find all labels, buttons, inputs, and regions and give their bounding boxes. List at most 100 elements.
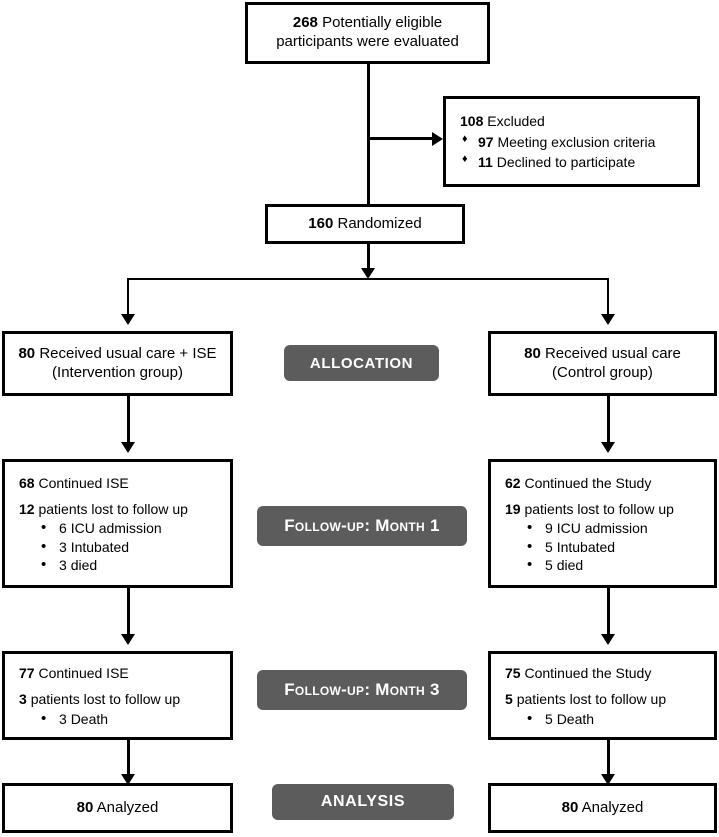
- arrowhead-control-fu3: [601, 634, 615, 645]
- box-control-followup-month1: 62 Continued the Study 19 patients lost …: [488, 459, 717, 588]
- control-fu1-lost-text: patients lost to follow up: [524, 500, 674, 517]
- stage-label-followup-month3: Follow-up: Month 3: [257, 670, 467, 710]
- connector-intervention-fu1-to-fu3: [127, 588, 130, 638]
- intervention-fu3-lost-text: patients lost to follow up: [30, 690, 181, 707]
- excluded-reason-count: 11: [478, 154, 493, 170]
- reason-count: 3: [59, 557, 67, 574]
- control-fu1-continued-count: 62: [505, 474, 521, 491]
- control-fu1-reason-item: 9 ICU admission: [505, 518, 648, 538]
- arrowhead-intervention-analysis: [121, 774, 135, 785]
- intervention-allocation-count: 80: [18, 344, 36, 362]
- excluded-reason-text: Declined to participate: [496, 154, 636, 170]
- box-intervention-allocation: 80 Received usual care + ISE (Interventi…: [2, 331, 233, 396]
- control-allocation-line1: 80 Received usual care: [524, 345, 681, 364]
- arrowhead-randomized-split: [361, 268, 375, 279]
- intervention-fu1-continued-text: Continued ISE: [38, 474, 129, 491]
- connector-branch-to-excluded: [367, 137, 435, 140]
- intervention-fu1-reason-item: 6 ICU admission: [19, 518, 162, 538]
- control-fu1-reason-list: 9 ICU admission 5 Intubated 5 died: [505, 518, 648, 575]
- control-fu1-reason-item: 5 died: [505, 555, 648, 575]
- intervention-fu1-reason-item: 3 died: [19, 555, 162, 575]
- randomized-line: 160 Randomized: [308, 215, 421, 234]
- control-fu3-continued-count: 75: [505, 664, 521, 681]
- intervention-fu3-lost: 3 patients lost to follow up: [19, 690, 180, 710]
- intervention-allocation-text: Received usual care + ISE: [39, 344, 217, 362]
- screened-line1: 268 Potentially eligible: [293, 14, 442, 33]
- stage-label-analysis: ANALYSIS: [272, 784, 454, 820]
- arrowhead-to-control-allocation: [601, 314, 615, 325]
- intervention-fu1-lost-text: patients lost to follow up: [38, 500, 188, 517]
- excluded-reason-count: 97: [478, 133, 494, 150]
- arrowhead-intervention-fu1: [121, 442, 135, 453]
- control-allocation-group: (Control group): [552, 363, 653, 381]
- arrowhead-intervention-fu3: [121, 634, 135, 645]
- box-intervention-analysis: 80 Analyzed: [2, 783, 233, 833]
- control-allocation-text: Received usual care: [544, 344, 681, 362]
- stage-label-followup-month1: Follow-up: Month 1: [257, 506, 467, 546]
- control-fu1-continued: 62 Continued the Study: [505, 473, 651, 494]
- control-fu1-continued-text: Continued the Study: [524, 474, 652, 491]
- reason-count: 9: [545, 520, 553, 537]
- box-screened: 268 Potentially eligible participants we…: [245, 2, 490, 64]
- arrowhead-to-intervention-allocation: [121, 314, 135, 325]
- intervention-fu1-lost-count: 12: [19, 500, 35, 517]
- intervention-fu3-reason-item: 3 Death: [19, 709, 109, 729]
- connector-randomized-down: [367, 243, 370, 270]
- excluded-reason-item: 97 Meeting exclusion criteria: [460, 132, 655, 152]
- control-fu1-lost: 19 patients lost to follow up: [505, 500, 674, 520]
- arrowhead-control-analysis: [601, 774, 615, 785]
- reason-text: died: [556, 557, 584, 574]
- connector-split-right-drop: [607, 278, 609, 320]
- box-intervention-followup-month3: 77 Continued ISE 3 patients lost to foll…: [2, 651, 233, 740]
- intervention-analysis-label: Analyzed: [96, 798, 159, 816]
- box-control-followup-month3: 75 Continued the Study 5 patients lost t…: [488, 651, 717, 740]
- connector-control-alloc-to-fu1: [607, 396, 610, 446]
- control-fu1-lost-count: 19: [505, 500, 521, 517]
- box-randomized: 160 Randomized: [265, 204, 465, 244]
- randomized-label: Randomized: [337, 214, 422, 232]
- connector-control-fu1-to-fu3: [607, 588, 610, 638]
- reason-text: Intubated: [556, 538, 616, 555]
- excluded-reason-text: Meeting exclusion criteria: [497, 133, 656, 150]
- screened-line2-text: participants were evaluated: [276, 33, 459, 50]
- control-fu3-lost: 5 patients lost to follow up: [505, 690, 666, 710]
- connector-intervention-alloc-to-fu1: [127, 396, 130, 446]
- reason-count: 5: [545, 538, 553, 555]
- reason-text: Death: [556, 710, 595, 727]
- intervention-fu3-continued: 77 Continued ISE: [19, 663, 129, 684]
- connector-allocation-split-bar: [127, 278, 609, 280]
- control-fu3-lost-count: 5: [505, 690, 513, 707]
- control-fu3-reason-item: 5 Death: [505, 709, 595, 729]
- control-fu3-continued-text: Continued the Study: [524, 664, 652, 681]
- box-intervention-followup-month1: 68 Continued ISE 12 patients lost to fol…: [2, 459, 233, 588]
- intervention-fu1-reason-item: 3 Intubated: [19, 537, 162, 557]
- stage-label-allocation: ALLOCATION: [284, 345, 439, 381]
- box-control-allocation: 80 Received usual care (Control group): [488, 331, 717, 396]
- intervention-fu3-continued-text: Continued ISE: [38, 664, 129, 681]
- reason-text: ICU admission: [70, 520, 162, 537]
- reason-count: 3: [59, 538, 67, 555]
- intervention-analysis-line: 80 Analyzed: [77, 799, 159, 818]
- connector-intervention-fu3-to-analysis: [127, 740, 130, 778]
- intervention-fu1-lost: 12 patients lost to follow up: [19, 500, 188, 520]
- intervention-allocation-line1: 80 Received usual care + ISE: [18, 345, 216, 364]
- excluded-count: 108: [460, 112, 484, 129]
- intervention-fu3-continued-count: 77: [19, 664, 35, 681]
- control-analysis-line: 80 Analyzed: [562, 799, 644, 818]
- control-analysis-label: Analyzed: [581, 798, 644, 816]
- intervention-fu3-lost-count: 3: [19, 690, 27, 707]
- intervention-fu1-continued: 68 Continued ISE: [19, 473, 129, 494]
- control-fu3-reason-list: 5 Death: [505, 709, 595, 729]
- reason-text: died: [70, 557, 98, 574]
- control-fu3-lost-text: patients lost to follow up: [516, 690, 667, 707]
- reason-count: 5: [545, 557, 553, 574]
- intervention-fu3-reason-list: 3 Death: [19, 709, 109, 729]
- randomized-count: 160: [308, 214, 334, 232]
- connector-split-left-drop: [127, 278, 129, 320]
- reason-count: 6: [59, 520, 67, 537]
- reason-count: 3: [59, 710, 67, 727]
- reason-text: Death: [70, 710, 109, 727]
- control-fu3-continued: 75 Continued the Study: [505, 663, 651, 684]
- excluded-reason-item: 11 Declined to participate: [460, 152, 655, 172]
